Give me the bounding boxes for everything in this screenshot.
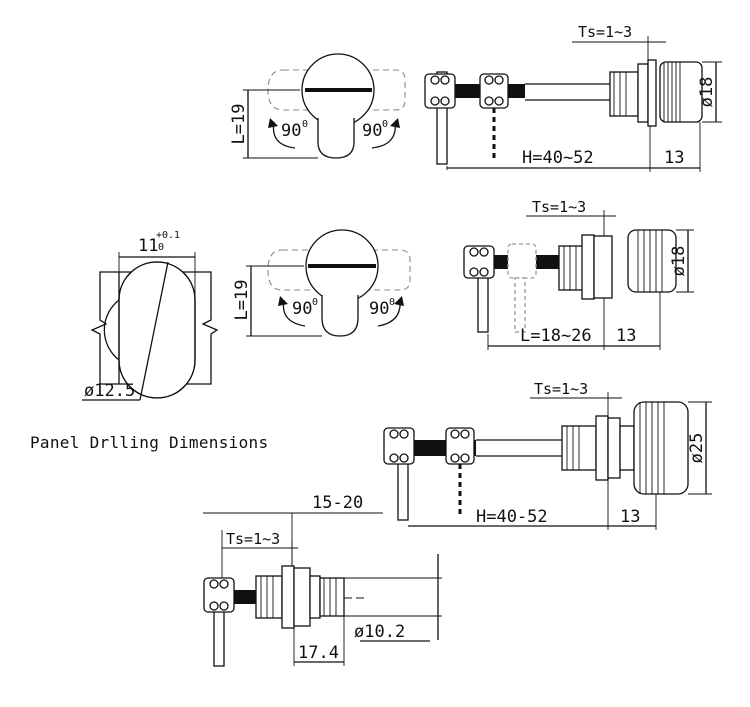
view-a-l19-label: L=19: [229, 104, 249, 145]
view-b-l19-label: L=19: [232, 280, 252, 321]
view-b-l-label: L=18~26: [520, 326, 592, 346]
view-d-ts-label: Ts=1~3: [226, 530, 280, 548]
view-d-dia-label: ø10.2: [354, 622, 405, 642]
view-b-dia-label: ø18: [669, 246, 689, 277]
view-a-deg-left: 0: [302, 119, 308, 130]
view-d-len-label: 17.4: [298, 643, 339, 663]
view-b-rot-left: 90: [292, 299, 312, 319]
view-b-deg-right: 0: [389, 297, 395, 308]
latch-side-view-d: [203, 512, 442, 667]
view-a-deg-right: 0: [382, 119, 388, 130]
view-d-range-label: 15-20: [312, 493, 363, 513]
latch-side-view-c: [383, 392, 712, 530]
view-a-rot-right: 90: [362, 121, 382, 141]
view-a-dia-label: ø18: [697, 77, 717, 108]
cutout-tol-upper: +0.1: [156, 230, 180, 241]
view-b-rot-right: 90: [369, 299, 389, 319]
latch-side-view-b: [463, 210, 694, 350]
view-a-ts-label: Ts=1~3: [578, 23, 632, 41]
view-a-rot-left: 90: [281, 121, 301, 141]
view-b-13-label: 13: [616, 326, 636, 346]
view-b-ts-label: Ts=1~3: [532, 198, 586, 216]
cutout-tol-lower: 0: [158, 242, 164, 253]
view-a-13-label: 13: [664, 148, 684, 168]
rotation-diagram-a: [243, 53, 406, 159]
cutout-dia-label: ø12.5: [84, 381, 135, 401]
rotation-diagram-b: [246, 229, 411, 337]
cutout-width-label: 11: [138, 236, 158, 256]
panel-cutout-drawing: [82, 252, 219, 401]
view-c-ts-label: Ts=1~3: [534, 380, 588, 398]
view-b-deg-left: 0: [312, 297, 318, 308]
view-c-13-label: 13: [620, 507, 640, 527]
view-c-dia-label: ø25: [687, 433, 707, 464]
latch-side-view-a: [424, 36, 722, 172]
view-c-h-label: H=40-52: [476, 507, 548, 527]
cutout-caption: Panel Drlling Dimensions: [30, 433, 268, 452]
view-a-h-label: H=40~52: [522, 148, 594, 168]
